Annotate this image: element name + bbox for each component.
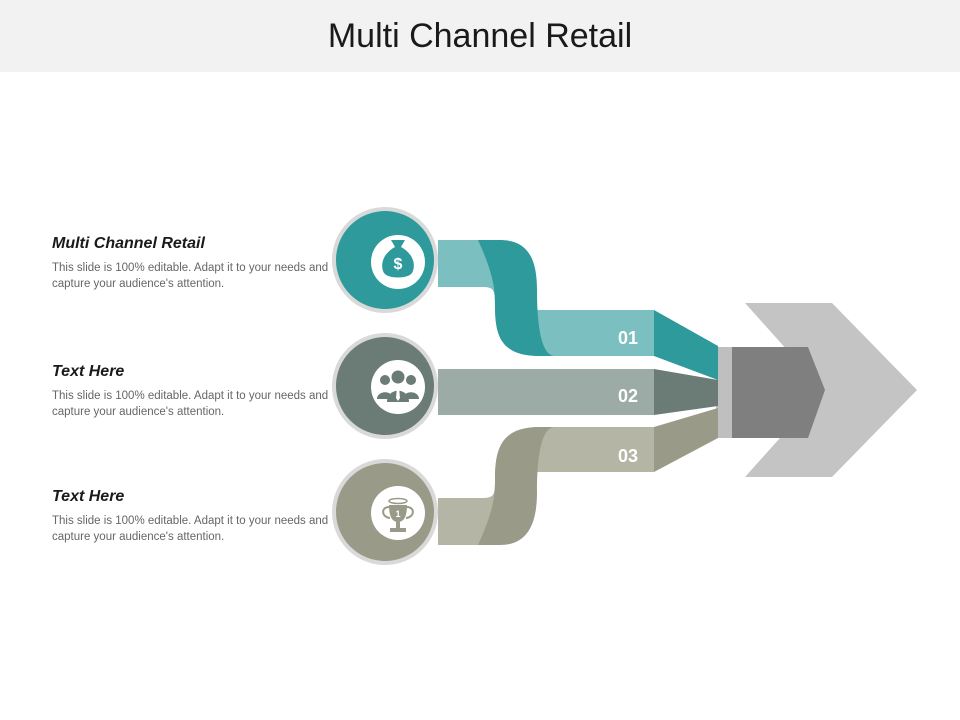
block-heading-2: Text Here — [52, 363, 125, 380]
svg-text:1: 1 — [395, 509, 400, 519]
circle-1: $ — [332, 207, 438, 313]
block-body-2: This slide is 100% editable. Adapt it to… — [52, 390, 329, 418]
slide-title: Multi Channel Retail — [327, 17, 633, 55]
channel-3: 03 — [438, 408, 718, 545]
text-block-1: Multi Channel Retail This slide is 100% … — [52, 234, 342, 292]
block-heading-1: Multi Channel Retail — [52, 235, 205, 252]
channel-2: 02 — [438, 369, 718, 415]
channel-3-ribbon-dark — [478, 427, 555, 545]
channel-3-taper — [654, 408, 718, 472]
channel-2-ribbon — [438, 369, 654, 415]
svg-text:$: $ — [394, 256, 403, 273]
channel-2-number: 02 — [618, 386, 638, 406]
chevron-arrow-inner — [732, 347, 825, 438]
circle-2 — [332, 333, 438, 439]
channel-3-ribbon-light — [438, 427, 654, 545]
text-block-3: Text Here This slide is 100% editable. A… — [52, 487, 342, 545]
block-heading-3: Text Here — [52, 488, 125, 505]
channel-1-taper — [654, 310, 718, 380]
business-team-icon — [377, 370, 419, 402]
channel-2-taper — [654, 369, 718, 415]
channel-1-number: 01 — [618, 328, 638, 348]
channel-3-number: 03 — [618, 446, 638, 466]
text-block-2: Text Here This slide is 100% editable. A… — [52, 362, 342, 420]
circle-3: 1 — [332, 459, 438, 565]
block-body-1: This slide is 100% editable. Adapt it to… — [52, 262, 329, 290]
channel-1: 01 — [438, 240, 718, 380]
title-bar: Multi Channel Retail — [0, 0, 960, 72]
trophy-icon: 1 — [382, 497, 414, 532]
block-body-3: This slide is 100% editable. Adapt it to… — [52, 515, 329, 543]
money-bag-icon: $ — [382, 240, 414, 278]
channel-1-ribbon-dark — [478, 240, 555, 356]
arrow-stem — [716, 347, 732, 438]
